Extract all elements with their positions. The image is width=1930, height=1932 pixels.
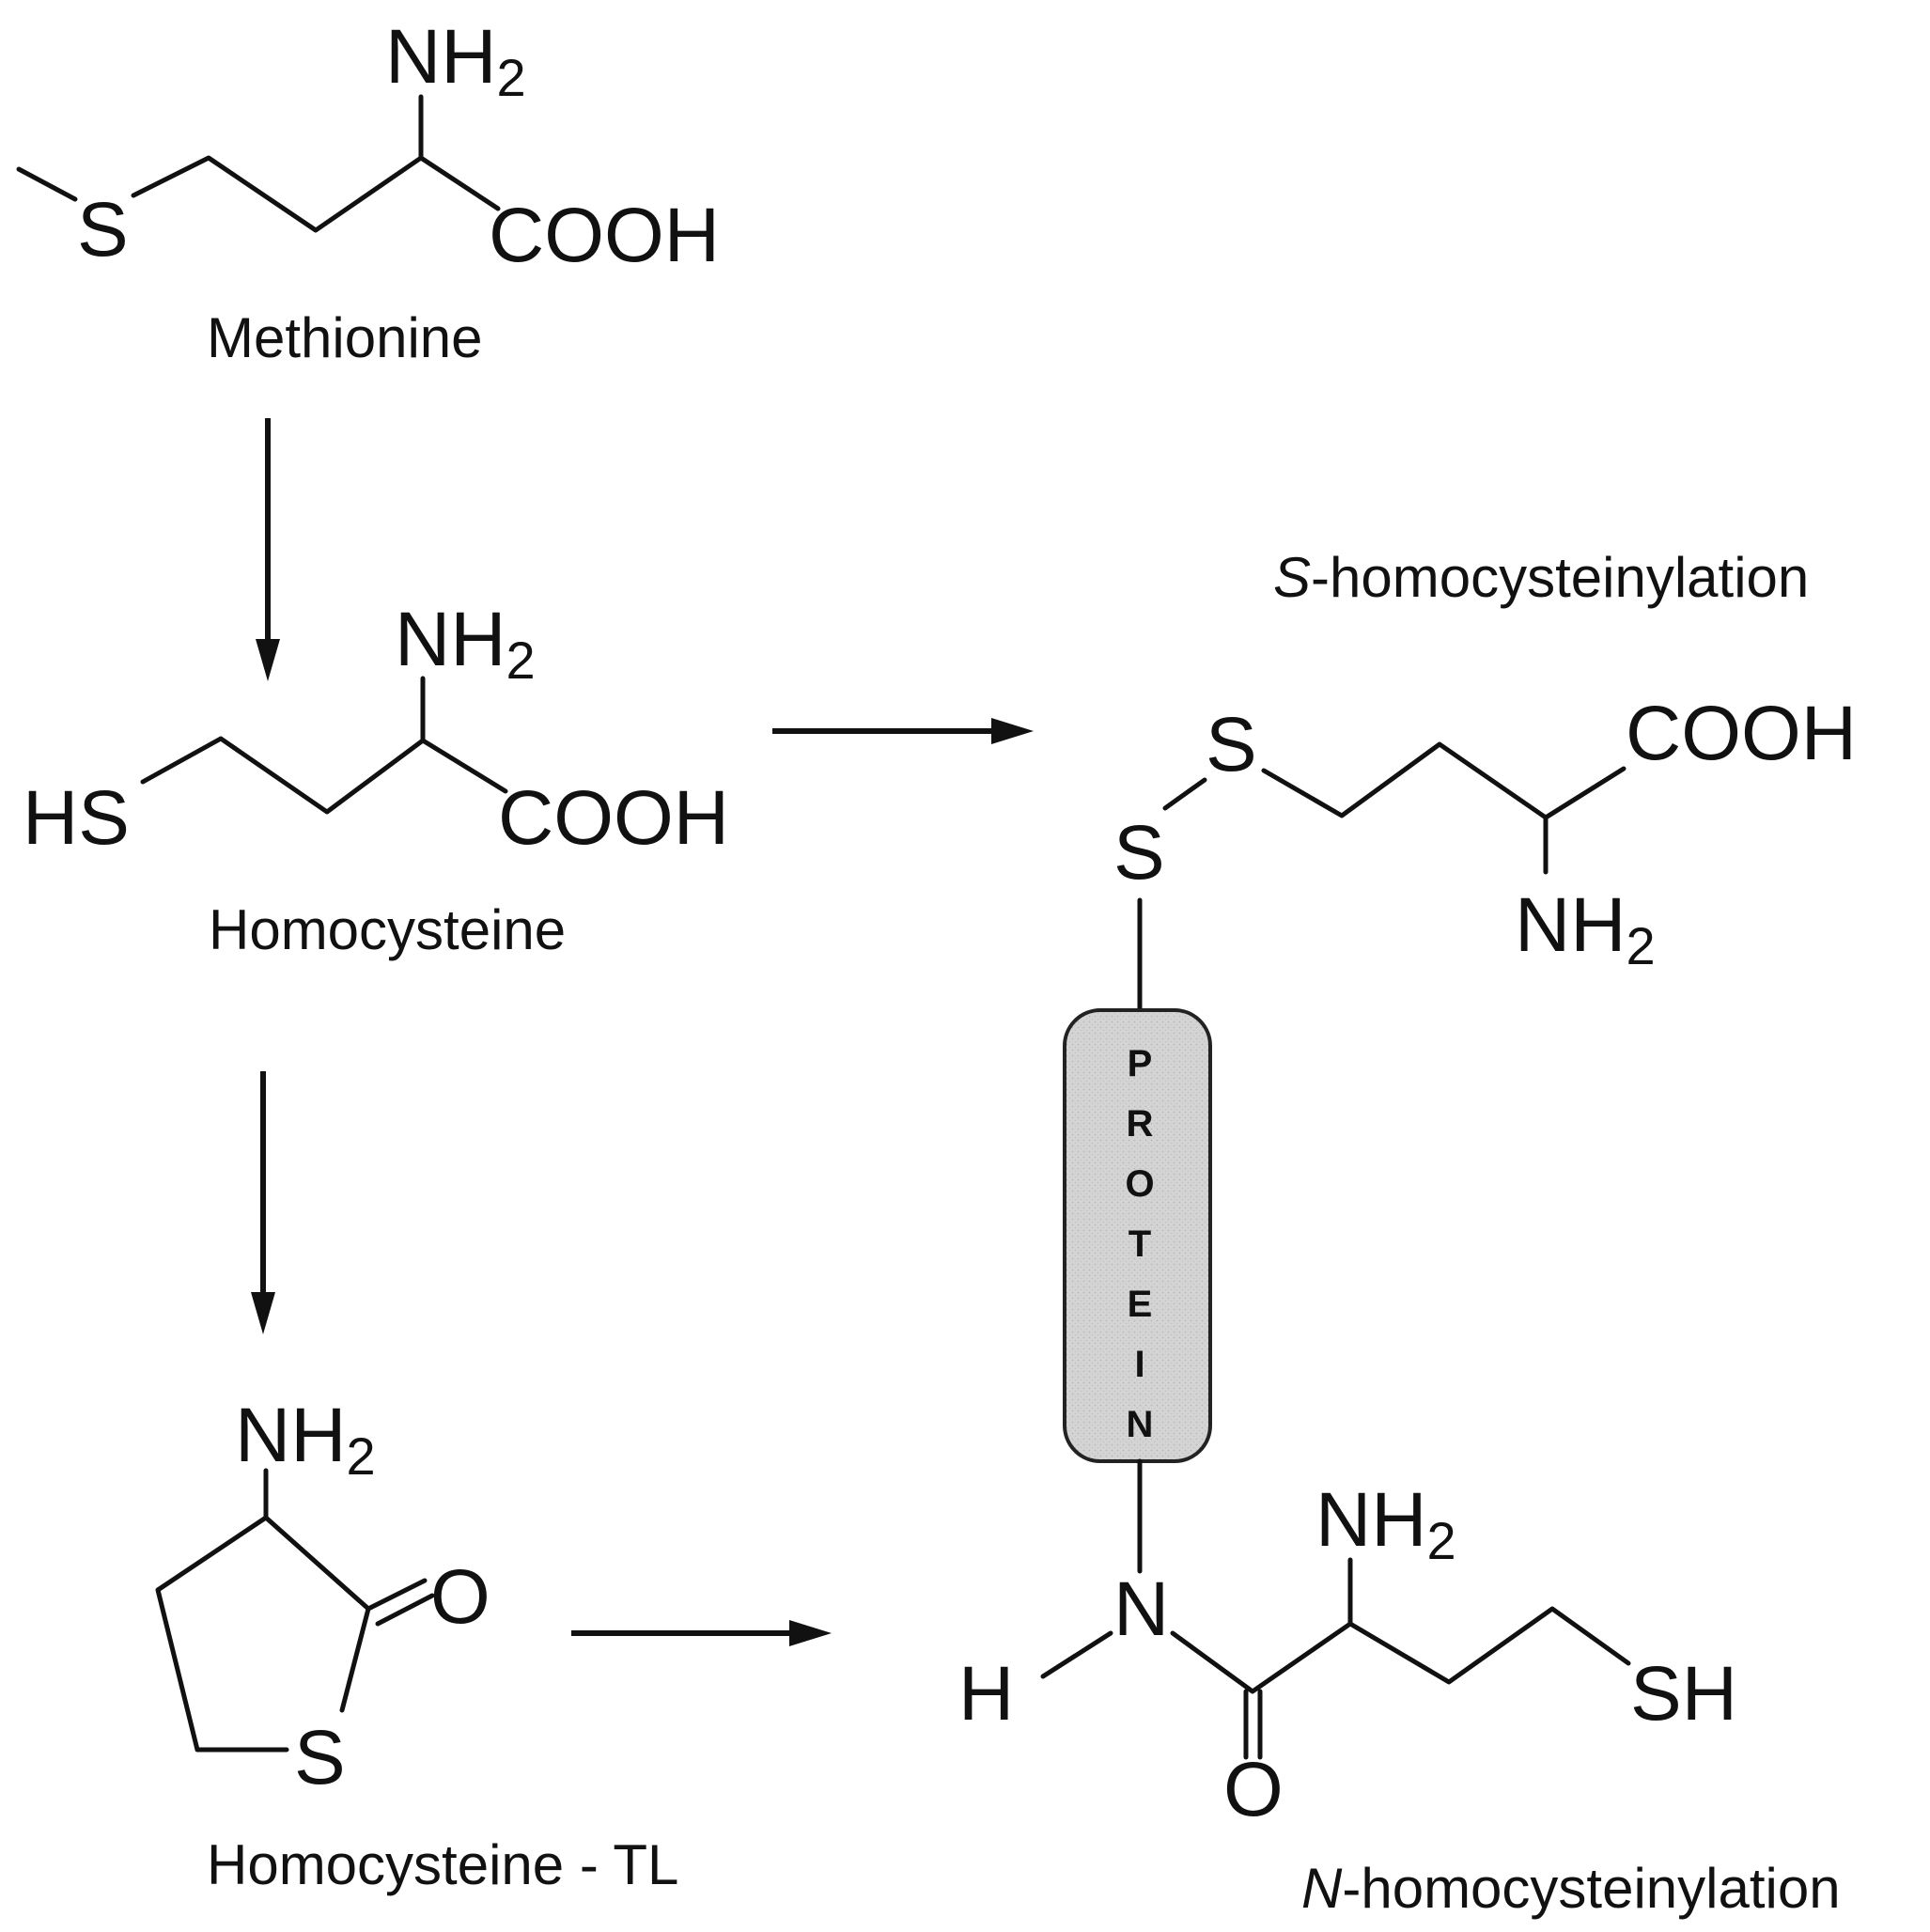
homocysteine-chain [140,736,508,815]
arrow-methionine-to-homocysteine [256,418,280,681]
homocysteine-structure: HS NH2 COOH Homocysteine [23,597,729,961]
s-homocysteinylation-structure: S-homocysteinylation S S COOH NH2 [1113,546,1857,1013]
homocysteine-tl-structure: NH2 O S Homocysteine - TL [155,1393,678,1896]
protein-letter: I [1134,1344,1144,1385]
tl-ring [155,1515,289,1753]
methionine-bonds [16,166,78,202]
n-product-hydrogen: H [958,1651,1014,1737]
protein-letter: O [1125,1163,1154,1205]
s-product-carboxyl: COOH [1626,691,1857,776]
tl-ring-carbonyl-s [339,1606,371,1713]
homocysteine-amine: NH2 [395,597,536,690]
tl-carbonyl-bond-2 [375,1593,435,1627]
s-s-bond [1162,777,1207,811]
n-product-amine: NH2 [1315,1477,1456,1570]
methionine-amine: NH2 [385,14,526,107]
methionine-chain [131,155,501,233]
arrow-to-n-homocysteinylation [571,1620,832,1646]
arrow-homocysteine-to-tl [251,1071,275,1334]
tl-sulfur: S [294,1715,346,1800]
methionine-label: Methionine [207,306,483,369]
protein-letter: E [1128,1284,1153,1325]
methionine-structure: S NH2 COOH Methionine [16,14,720,369]
homocysteine-thiol: HS [23,775,130,861]
n-homocysteinylation-title: N-homocysteinylation [1301,1857,1841,1920]
protein-letter: P [1128,1043,1153,1084]
homocysteine-label: Homocysteine [209,898,566,961]
n-product-thiol: SH [1630,1651,1737,1737]
arrow-to-s-homocysteinylation [772,718,1034,744]
protein-letter: T [1128,1223,1151,1265]
tl-carbonyl-bond-1 [366,1578,428,1612]
s-product-chain [1261,741,1626,820]
s-product-amine: NH2 [1515,882,1656,975]
n-homocysteinylation-structure: N H O NH2 SH N-homocysteinylation [958,1458,1841,1920]
n-product-nitrogen: N [1113,1566,1169,1652]
s-homocysteinylation-title: S-homocysteinylation [1273,546,1809,609]
homocysteine-tl-label: Homocysteine - TL [207,1833,678,1896]
n-h-bond [1040,1630,1113,1679]
s-product-sulfur-b: S [1206,702,1257,787]
s-product-sulfur-a: S [1113,810,1165,896]
homocysteine-carboxyl: COOH [498,775,729,861]
n-product-oxygen: O [1223,1747,1284,1832]
methionine-sulfur: S [77,187,129,273]
tl-oxygen: O [430,1554,490,1640]
protein-letter: N [1127,1404,1154,1445]
tl-amine: NH2 [235,1393,376,1486]
methionine-carboxyl: COOH [489,193,720,278]
protein-block: P R O T E I N [1063,1008,1212,1463]
n-product-chain [1170,1606,1631,1694]
tl-ring-right [263,1515,371,1612]
protein-letter: R [1127,1103,1154,1145]
